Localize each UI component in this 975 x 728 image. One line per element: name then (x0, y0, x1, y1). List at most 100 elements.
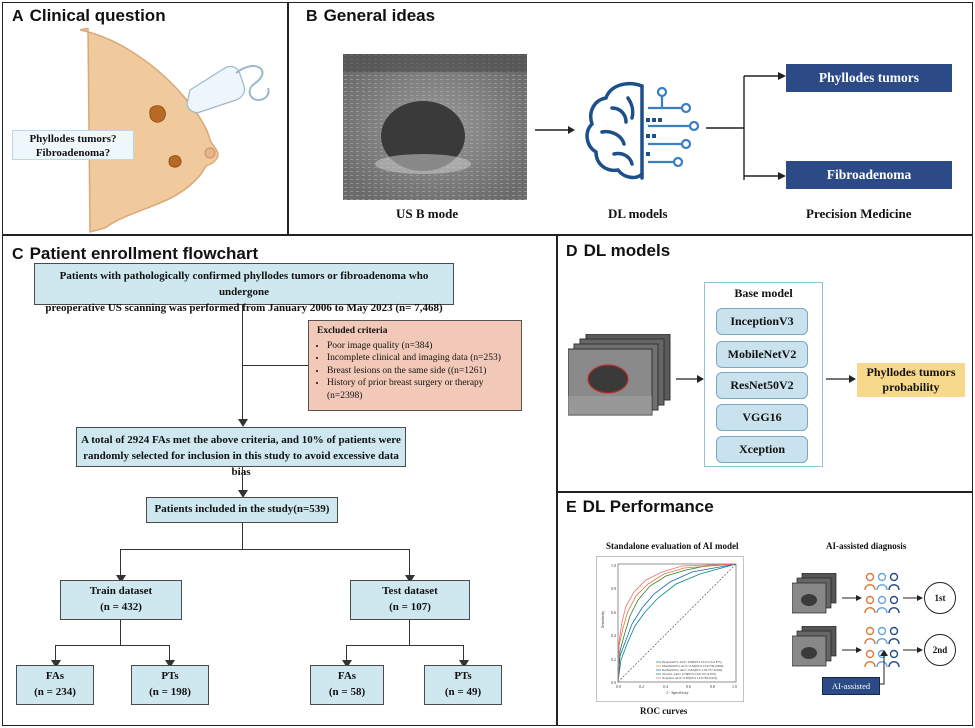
included-box: Patients included in the study(n=539) (146, 497, 338, 523)
model-inceptionv3: InceptionV3 (716, 308, 808, 335)
arrowhead-train (116, 575, 126, 583)
ai-assisted-badge: AI-assisted (822, 677, 880, 695)
round-2-circle: 2nd (924, 634, 956, 666)
arrowhead-leaf2 (165, 660, 175, 668)
ultrasound-stack-small-1 (792, 573, 837, 614)
excluded-item: Poor image quality (n=384) (327, 340, 513, 353)
roc-ytick: 0.2 (611, 657, 616, 662)
reader-group-icon-1 (864, 572, 900, 614)
breast-illustration (79, 28, 270, 233)
connector-test-split (346, 645, 464, 647)
ultrasound-probe-icon (186, 64, 270, 114)
arrowhead-leaf4 (459, 660, 469, 668)
criteria-line-2: randomly selected for inclusion in this … (83, 449, 399, 478)
arrowhead-2 (238, 490, 248, 498)
panel-d-title-text: DL models (583, 241, 671, 260)
connector-split (120, 549, 410, 551)
roc-xtick: 0.6 (686, 684, 691, 689)
connector-train (120, 549, 122, 579)
roc-chart: 0.0 0.2 0.4 0.6 0.8 1.0 0.0 0.2 0.4 0.6 … (596, 556, 744, 702)
connector-2 (242, 467, 244, 493)
roc-legend-item: MobileNetV2, AUC: 0.82(95% CI:0.739-0.89… (662, 664, 723, 669)
panel-b (288, 2, 973, 235)
leaf-pts-test: PTs (n = 49) (424, 665, 502, 705)
round-1-circle: 1st (924, 582, 956, 614)
arrow-round1-b (903, 595, 923, 601)
panel-e (557, 492, 973, 726)
panel-e-letter: E (566, 499, 577, 516)
base-model-frame (704, 282, 823, 467)
base-model-title: Base model (734, 286, 793, 300)
panel-c-letter: C (12, 246, 24, 263)
connector-excl (242, 365, 308, 367)
output-line-2: probability (882, 380, 940, 394)
model-xception: Xception (716, 436, 808, 463)
excluded-title: Excluded criteria (317, 326, 388, 336)
clinical-question-box: Phyllodes tumors? Fibroadenoma? (12, 130, 134, 160)
outcome-phyllodes: Phyllodes tumors (786, 64, 952, 92)
connector-leaf4 (463, 645, 465, 663)
panel-a-title: A Clinical question (12, 6, 166, 26)
excluded-list: Poor image quality (n=384) Incomplete cl… (317, 340, 513, 403)
ultrasound-stack-image (568, 334, 671, 416)
train-count: (n = 432) (100, 601, 142, 613)
connector-1 (242, 305, 244, 422)
connector-test (409, 549, 411, 579)
connector-leaf3 (346, 645, 348, 663)
roc-legend-item: InceptionV3, AUC: 0.80(95% CI:0.715-0.87… (662, 660, 722, 665)
roc-legend-item: Xception, AUC: 0.85(95% CI:0.783-0.916) (662, 676, 717, 681)
leaf-count: (n = 58) (328, 686, 366, 698)
round-1-label: 1st (934, 593, 946, 603)
assist-title: AI-assisted diagnosis (826, 541, 907, 551)
panel-b-letter: B (306, 8, 318, 25)
enrollment-line-1: Patients with pathologically confirmed p… (59, 270, 429, 298)
roc-xtick: 0.0 (616, 684, 621, 689)
roc-legend-item: ResNet50V2, AUC: 0.83(95% CI:0.757-0.902… (662, 668, 722, 673)
connector-leaf2 (169, 645, 171, 663)
output-line-1: Phyllodes tumors (866, 365, 956, 379)
roc-xtick: 1.0 (732, 684, 737, 689)
enrollment-box: Patients with pathologically confirmed p… (34, 263, 454, 314)
arrow-us-to-dl (535, 126, 575, 134)
round-2-label: 2nd (932, 645, 948, 655)
arrowhead-leaf1 (51, 660, 61, 668)
panel-d-letter: D (566, 243, 578, 260)
arrow-round2-a (842, 647, 862, 653)
excluded-criteria-box: Excluded criteria Poor image quality (n=… (308, 320, 522, 411)
model-vgg16: VGG16 (716, 404, 808, 431)
roc-xtick: 0.4 (663, 684, 668, 689)
panel-a-title-text: Clinical question (29, 6, 166, 25)
arrow-models-to-output (826, 375, 856, 383)
leaf-fas-train: FAs (n = 234) (16, 665, 94, 705)
arrow-dl-to-outcomes (706, 72, 786, 180)
roc-title: Standalone evaluation of AI model (606, 541, 739, 551)
leaf-fas-test: FAs (n = 58) (310, 665, 384, 705)
question-line-2: Fibroadenoma? (35, 147, 111, 159)
panel-d-title: D DL models (566, 241, 670, 261)
roc-ytick: 0.8 (611, 586, 616, 591)
leaf-count: (n = 234) (34, 686, 76, 698)
roc-legend-item: VGG16, AUC: 0.79(95% CI:0.707-0.870) (662, 672, 716, 677)
roc-ytick: 0.6 (611, 610, 616, 615)
train-dataset-box: Train dataset (n = 432) (60, 580, 182, 620)
criteria-box: A total of 2924 FAs met the above criter… (76, 427, 406, 478)
arrowhead-leaf3 (342, 660, 352, 668)
criteria-line-1: A total of 2924 FAs met the above criter… (81, 434, 401, 446)
excluded-item: Breast lesions on the same side ((n=1261… (327, 365, 513, 378)
roc-xtick: 0.8 (710, 684, 715, 689)
us-mode-label: US B mode (396, 206, 459, 221)
leaf-count: (n = 49) (444, 686, 482, 698)
roc-ytick: 0.4 (611, 633, 616, 638)
excluded-item: Incomplete clinical and imaging data (n=… (327, 352, 513, 365)
connector-train-split (55, 645, 170, 647)
arrowhead-1 (238, 419, 248, 427)
roc-legend: InceptionV3, AUC: 0.80(95% CI:0.715-0.87… (656, 660, 723, 681)
roc-ticks: 0.0 0.2 0.4 0.6 0.8 1.0 0.0 0.2 0.4 0.6 … (611, 563, 737, 689)
panel-d (557, 235, 973, 492)
panel-a-letter: A (12, 8, 24, 25)
leaf-count: (n = 198) (149, 686, 191, 698)
test-dataset-box: Test dataset (n = 107) (350, 580, 470, 620)
arrowhead-test (405, 575, 415, 583)
panel-a (2, 2, 288, 235)
